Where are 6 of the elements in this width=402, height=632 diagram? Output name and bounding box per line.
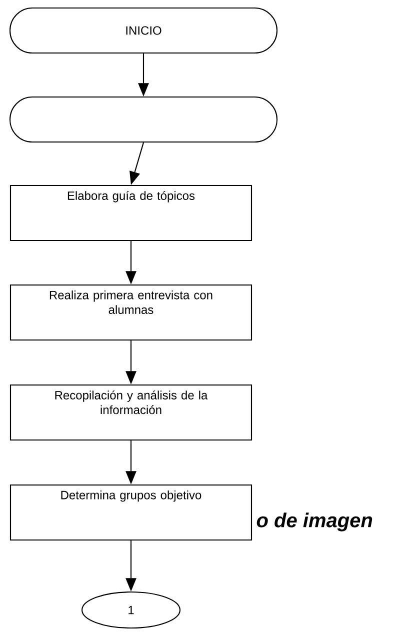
process-box: Realiza primera entrevista con alumnas: [10, 284, 252, 341]
process-box: Determina grupos objetivo: [10, 484, 252, 541]
process-box: Recopilación y análisis de la información: [10, 384, 252, 441]
process-box: Elabora guía de tópicos: [10, 184, 252, 242]
terminal-shape: [9, 96, 278, 143]
connector-oval: 1: [81, 591, 181, 629]
